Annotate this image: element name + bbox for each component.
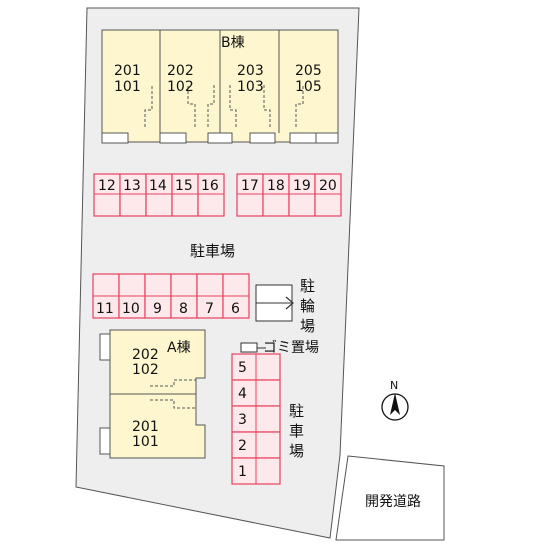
a-unit-1-upper: 202 — [132, 347, 159, 363]
garbage-box — [240, 342, 258, 353]
b-balcony-2 — [159, 132, 187, 144]
b-balcony-5 — [289, 132, 317, 144]
b-unit-1-lower: 101 — [114, 79, 141, 95]
parking-middle-row: 11 10 9 8 7 6 — [92, 273, 250, 319]
bicycle-arrow-icon — [285, 296, 294, 310]
building-a: A棟 202 102 201 101 — [99, 329, 206, 459]
parking-label-4: 4 — [238, 386, 247, 402]
parking-label-2: 2 — [238, 438, 247, 454]
b-balcony-1 — [101, 132, 129, 144]
parking-label-7: 7 — [205, 301, 214, 317]
parking-top-row: 12 13 14 15 16 17 18 19 20 — [93, 173, 342, 217]
parking-label-13: 13 — [123, 178, 141, 194]
parking-label-3: 3 — [238, 412, 247, 428]
b-balcony-4 — [249, 132, 276, 144]
parking-label-18: 18 — [267, 178, 285, 194]
road-area — [335, 455, 445, 541]
bicycle-label-2: 輪 — [300, 297, 315, 315]
garbage-label: ゴミ置場 — [263, 339, 319, 356]
a-balcony-top — [99, 333, 111, 361]
parking-label-20: 20 — [319, 178, 337, 194]
parking-label-8: 8 — [179, 301, 188, 317]
parking-label-16: 16 — [201, 178, 219, 194]
parking-label-10: 10 — [122, 301, 140, 317]
parking-space-15 — [171, 173, 199, 217]
b-unit-1-upper: 201 — [114, 63, 141, 79]
parking-label-17: 17 — [241, 178, 259, 194]
road-label: 開発道路 — [365, 494, 421, 510]
b-unit-2-upper: 202 — [167, 63, 194, 79]
parking-label-19: 19 — [293, 178, 311, 194]
a-stairs — [150, 379, 196, 409]
building-b-label: B棟 — [221, 35, 245, 51]
building-b: B棟 201 101 202 102 203 103 205 105 — [101, 29, 339, 144]
parking-label-6: 6 — [231, 301, 240, 317]
parking-space-16 — [197, 173, 225, 217]
parking-right-column: 5 4 3 2 1 — [231, 353, 281, 485]
b-unit-4-upper: 205 — [295, 63, 322, 79]
a-unit-2-upper: 201 — [132, 419, 159, 435]
b-balcony-6 — [315, 132, 339, 144]
parking-label-5: 5 — [238, 360, 247, 376]
parking-side-label-2: 車 — [289, 422, 304, 440]
parking-label-15: 15 — [175, 178, 193, 194]
north-label: N — [390, 379, 398, 392]
b-unit-3-upper: 203 — [237, 63, 264, 79]
north-compass-icon: N — [381, 379, 409, 421]
parking-label-12: 12 — [98, 178, 116, 194]
building-a-label: A棟 — [167, 340, 191, 356]
a-balcony-bottom — [99, 427, 111, 455]
parking-label-14: 14 — [149, 178, 167, 194]
parking-side-label-1: 駐 — [289, 402, 304, 420]
parking-label-9: 9 — [153, 301, 162, 317]
b-unit-2-lower: 102 — [167, 79, 194, 95]
bicycle-label-3: 場 — [300, 317, 315, 335]
parking-space-12 — [93, 173, 121, 217]
parking-space-20 — [314, 173, 342, 217]
b-unit-3-lower: 103 — [237, 79, 264, 95]
parking-space-13 — [119, 173, 147, 217]
b-balcony-3 — [207, 132, 233, 144]
b-unit-4-lower: 105 — [295, 79, 322, 95]
parking-side-label-3: 場 — [289, 442, 304, 460]
bicycle-label-1: 駐 — [300, 277, 315, 295]
parking-label-1: 1 — [238, 464, 247, 480]
parking-center-label: 駐車場 — [190, 242, 235, 260]
parking-space-14 — [145, 173, 173, 217]
parking-label-11: 11 — [96, 301, 114, 317]
a-unit-2-lower: 101 — [132, 434, 159, 450]
b-stairs — [144, 84, 304, 127]
a-unit-1-lower: 102 — [132, 362, 159, 378]
parking-space-18 — [262, 173, 290, 217]
bicycle-parking: 駐 輪 場 — [255, 277, 315, 335]
